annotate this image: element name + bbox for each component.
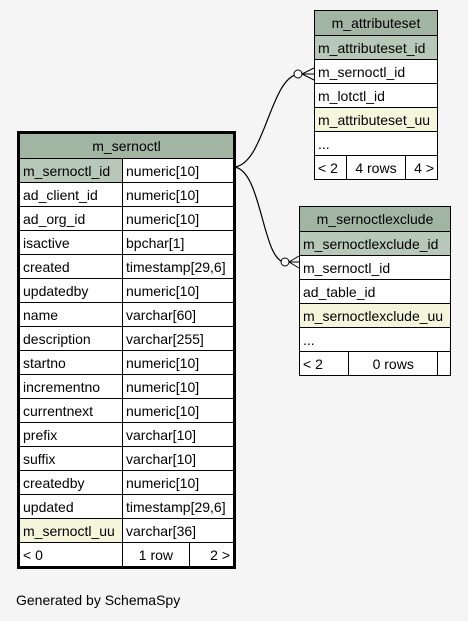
column-name: updated: [18, 494, 123, 519]
column-type: timestamp[29,6]: [122, 254, 235, 279]
column-name: ad_table_id: [299, 279, 451, 304]
column-type: numeric[10]: [122, 206, 235, 231]
table-title[interactable]: m_sernoctl: [18, 132, 235, 159]
table-row[interactable]: ...: [314, 131, 438, 156]
column-name: prefix: [18, 422, 123, 447]
footer-mid: 1 row: [122, 542, 190, 568]
table-row[interactable]: ...: [299, 327, 451, 352]
column-name: ad_client_id: [18, 182, 123, 207]
column-name: currentnext: [18, 398, 123, 423]
column-name: updatedby: [18, 278, 123, 303]
column-type: varchar[255]: [122, 326, 235, 351]
column-type: numeric[10]: [122, 398, 235, 423]
column-name: createdby: [18, 470, 123, 495]
column-type: varchar[10]: [122, 446, 235, 471]
column-name: ...: [299, 327, 451, 352]
column-type: varchar[36]: [122, 518, 235, 543]
footer-right: 4 >: [404, 155, 439, 180]
table-row[interactable]: m_sernoctl_id: [314, 59, 438, 84]
footer-left: < 2: [298, 351, 350, 376]
column-name: ...: [314, 131, 438, 156]
column-type: bpchar[1]: [122, 230, 235, 255]
column-type: numeric[10]: [122, 182, 235, 207]
column-name: m_sernoctl_id: [18, 158, 123, 183]
column-name: name: [18, 302, 123, 327]
column-type: numeric[10]: [122, 350, 235, 375]
column-name: suffix: [18, 446, 123, 471]
footer-mid: 4 rows: [346, 155, 406, 180]
column-type: timestamp[29,6]: [122, 494, 235, 519]
table-footer: < 2 4 rows 4 >: [313, 155, 439, 180]
crowfoot-sernoctlexclude: [288, 255, 300, 269]
footer-right: [437, 351, 451, 376]
column-name: ad_org_id: [18, 206, 123, 231]
table-row[interactable]: m_attributeset_uu: [314, 107, 438, 132]
column-name: m_sernoctl_uu: [18, 518, 123, 543]
column-name: m_sernoctl_id: [299, 255, 451, 280]
footer-left: < 0: [18, 542, 123, 568]
table-row[interactable]: ad_table_id: [299, 279, 451, 304]
column-name: description: [18, 326, 123, 351]
table-row[interactable]: m_sernoctl_id: [299, 255, 451, 280]
column-name: m_attributeset_uu: [314, 107, 438, 132]
column-name: m_attributeset_id: [314, 35, 438, 60]
column-type: varchar[10]: [122, 422, 235, 447]
table-footer: < 2 0 rows: [298, 351, 451, 376]
relation-endpoint-attributeset: [293, 69, 303, 79]
column-type: numeric[10]: [122, 278, 235, 303]
table-title[interactable]: m_sernoctlexclude: [299, 206, 451, 232]
column-name: isactive: [18, 230, 123, 255]
footer-left: < 2: [313, 155, 348, 180]
column-type: varchar[60]: [122, 302, 235, 327]
column-name: m_lotctl_id: [314, 83, 438, 108]
generated-by-label: Generated by SchemaSpy: [16, 592, 181, 608]
table-row[interactable]: m_sernoctlexclude_id: [299, 231, 451, 256]
column-name: incrementno: [18, 374, 123, 399]
column-type: numeric[10]: [122, 158, 235, 183]
column-name: startno: [18, 350, 123, 375]
column-type: numeric[10]: [122, 470, 235, 495]
column-type: numeric[10]: [122, 374, 235, 399]
table-row[interactable]: m_sernoctlexclude_uu: [299, 303, 451, 328]
column-name: m_sernoctlexclude_uu: [299, 303, 451, 328]
footer-mid: 0 rows: [348, 351, 439, 376]
column-name: m_sernoctl_id: [314, 59, 438, 84]
relation-endpoint-sernoctlexclude: [280, 257, 290, 267]
relation-line-attributeset: [232, 73, 301, 168]
column-name: m_sernoctlexclude_id: [299, 231, 451, 256]
relation-line-sernoctlexclude: [232, 166, 286, 263]
column-name: created: [18, 254, 123, 279]
table-row[interactable]: m_attributeset_id: [314, 35, 438, 60]
crowfoot-attributeset: [301, 67, 315, 81]
table-footer: < 0 1 row 2 >: [18, 542, 236, 568]
table-row[interactable]: m_lotctl_id: [314, 83, 438, 108]
table-title[interactable]: m_attributeset: [314, 10, 438, 36]
footer-right: 2 >: [188, 542, 236, 568]
